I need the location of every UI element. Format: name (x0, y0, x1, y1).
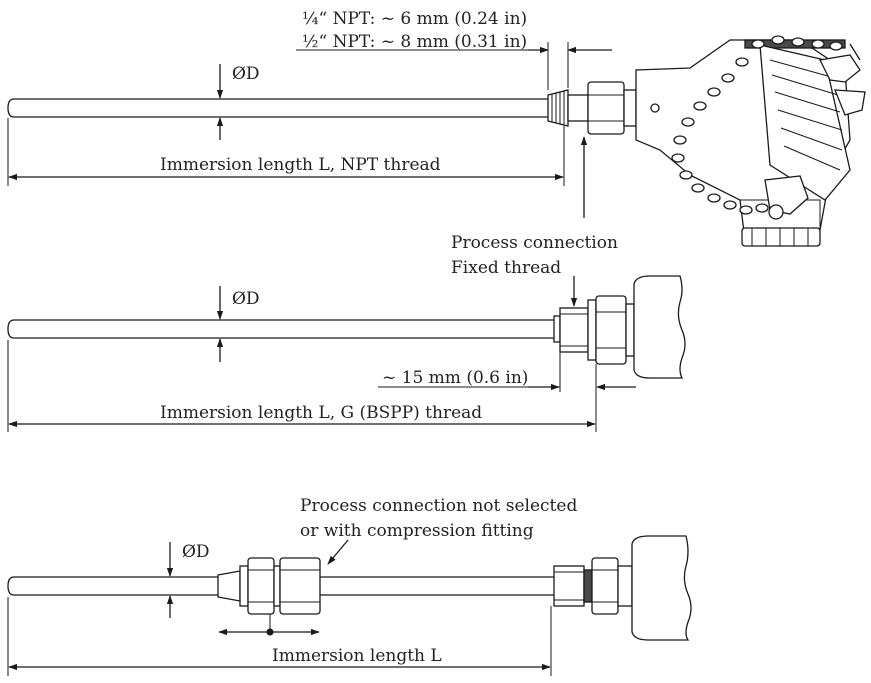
top-diameter-label: ØD (232, 64, 260, 84)
bottom-head-connection (553, 557, 633, 615)
process-connection-label-line2: Fixed thread (451, 258, 561, 278)
bottom-assembly: Process connection not selected or with … (7, 496, 692, 676)
middle-head-stub (633, 275, 686, 379)
process-connection-label-line1: Process connection (451, 233, 618, 253)
top-assembly: ¼“ NPT: ~ 6 mm (0.24 in) ½“ NPT: ~ 8 mm … (7, 9, 866, 247)
middle-assembly: ØD ~ 15 mm (0.6 in) Immersion length L, … (7, 275, 686, 432)
npt-half-label: ½“ NPT: ~ 8 mm (0.31 in) (302, 32, 527, 52)
middle-thread-length-label: ~ 15 mm (0.6 in) (382, 368, 528, 388)
middle-immersion-label: Immersion length L, G (BSPP) thread (160, 403, 482, 423)
middle-diameter-label: ØD (232, 289, 260, 309)
bottom-probe-tube-right (320, 576, 554, 596)
bottom-diameter-label: ØD (182, 542, 210, 562)
top-chain (671, 35, 843, 215)
top-hex-nut (567, 81, 637, 135)
top-immersion-label: Immersion length L, NPT thread (160, 155, 441, 175)
top-npt-thread (547, 89, 569, 127)
middle-probe-tube (7, 319, 554, 339)
bottom-head-stub (631, 535, 692, 641)
bottom-note-line1: Process connection not selected (300, 496, 577, 516)
middle-thread (553, 307, 589, 353)
bottom-note-line2: or with compression fitting (300, 521, 534, 541)
bottom-note-pointer (327, 539, 349, 565)
middle-hex-nut (587, 295, 635, 365)
top-probe-tube (7, 98, 548, 118)
top-terminal-head (635, 39, 866, 247)
bottom-probe-tube-left (7, 576, 218, 596)
bottom-immersion-label: Immersion length L (272, 646, 442, 666)
npt-quarter-label: ¼“ NPT: ~ 6 mm (0.24 in) (302, 9, 527, 29)
bottom-compression-fitting (217, 557, 321, 615)
